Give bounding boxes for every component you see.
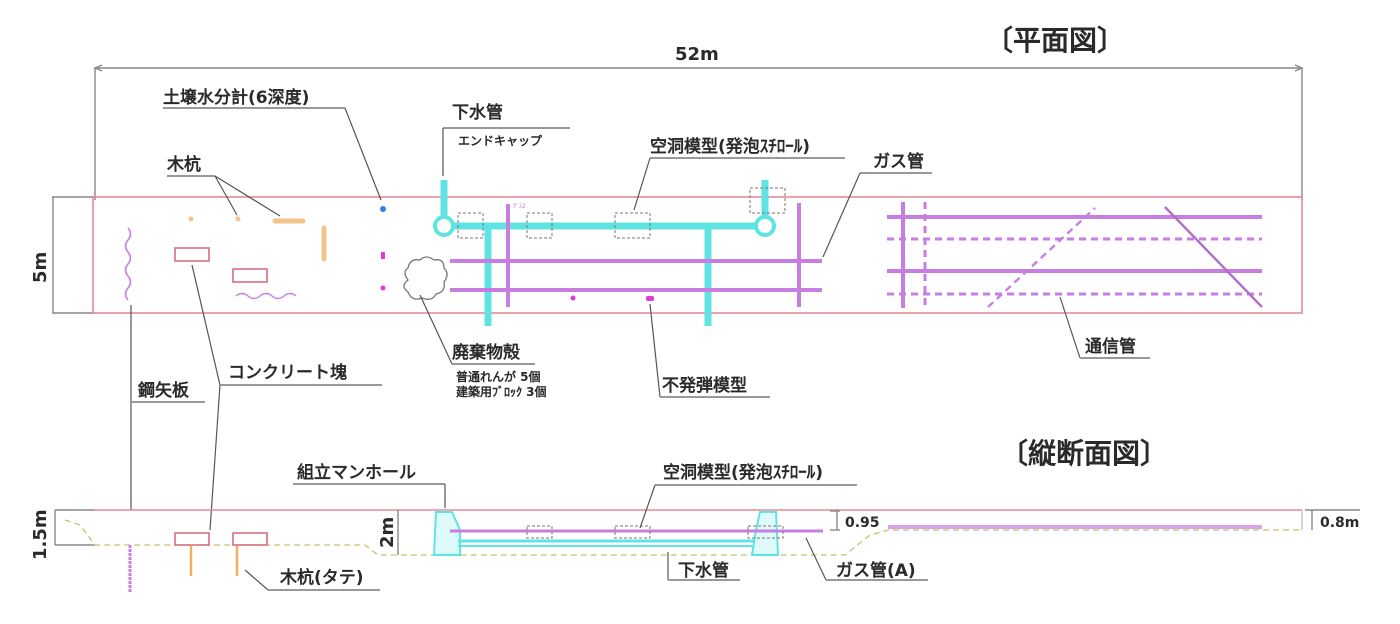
length-dimension: 52m [93, 44, 1304, 200]
svg-text:空洞模型(発泡ｽﾁﾛｰﾙ): 空洞模型(発泡ｽﾁﾛｰﾙ) [663, 462, 823, 483]
concrete-block-2 [232, 268, 268, 283]
label-gas-pipe-a: ガス管(A) [805, 537, 928, 581]
svg-text:木杭: 木杭 [166, 154, 201, 175]
concrete-block-section-1 [174, 532, 210, 546]
svg-text:ガス管: ガス管 [873, 151, 924, 172]
cavity-model-plan-4 [749, 187, 786, 214]
telecom-pipe-plan [887, 202, 1263, 308]
label-uxo-model: 不発弾模型 [649, 303, 770, 398]
gas-pipe-plan [450, 203, 822, 307]
svg-text:組立マンホール: 組立マンホール [297, 462, 416, 483]
label-telecom-pipe: 通信管 [1059, 296, 1150, 359]
label-sewer-plan: 下水管 エンドキャップ [442, 102, 570, 176]
soil-moisture-sensor [380, 206, 386, 212]
concrete-block-section-2 [232, 532, 268, 546]
cavity-model-section-1 [526, 525, 553, 539]
wood-pile-1 [188, 216, 194, 222]
svg-text:木杭(タテ): 木杭(タテ) [279, 567, 364, 588]
steel-sheet-pile-plan [124, 227, 132, 301]
cavity-model-section-2 [614, 525, 651, 539]
plan-site-boundary [92, 196, 1303, 314]
plan-view-title: 〔平面図〕 [985, 24, 1125, 57]
sewer-pipe-plan [433, 180, 776, 326]
cavity-model-section-3 [747, 525, 784, 539]
width-dimension: 5m [30, 196, 95, 314]
cavity-model-plan-2 [526, 212, 553, 239]
svg-text:土壌水分計(6深度): 土壌水分計(6深度) [163, 87, 309, 108]
label-waste-shell: 廃棄物殻 普通れんが 5個 建築用ﾌﾞﾛｯｸ 3個 [419, 294, 547, 399]
svg-text:エンドキャップ: エンドキャップ [458, 133, 543, 148]
sensor-magenta-2 [380, 285, 386, 291]
sensor-magenta-1 [381, 252, 385, 259]
svg-text:下水管: 下水管 [452, 102, 503, 123]
waste-shell-cloud [403, 256, 448, 300]
label-concrete-block: コンクリート塊 [191, 264, 382, 531]
width-dimension-label: 5m [30, 252, 51, 283]
gas-pipe-tag: ｶﾞｽ2 [513, 203, 526, 210]
depth-dimension: 1.5m [30, 509, 95, 560]
label-soil-moisture: 土壌水分計(6深度) [163, 87, 382, 201]
cavity-model-plan-1 [457, 212, 484, 239]
uxo-model-2 [646, 296, 654, 301]
label-cavity-model-plan: 空洞模型(発泡ｽﾁﾛｰﾙ) [633, 136, 845, 211]
concrete-block-1 [174, 247, 210, 262]
svg-text:廃棄物殻: 廃棄物殻 [452, 342, 521, 363]
right-depth-label: 0.8m [1320, 515, 1359, 531]
depth-dimension-label: 1.5m [30, 509, 51, 560]
uxo-model-1 [570, 295, 576, 301]
label-manhole: 組立マンホール [293, 462, 446, 508]
gas-depth-label: 0.95 [845, 515, 880, 531]
manhole-depth-label: 2m [377, 517, 398, 548]
svg-text:下水管: 下水管 [678, 560, 729, 581]
manhole-depth-dimension: 2m [377, 510, 399, 555]
wood-pile-2 [235, 216, 241, 222]
right-depth-dimension: 0.8m [1305, 509, 1360, 531]
length-dimension-label: 52m [675, 44, 719, 65]
wavy-sheet-plan [235, 292, 297, 300]
cavity-model-plan-3 [614, 212, 651, 239]
svg-text:通信管: 通信管 [1085, 336, 1136, 357]
label-steel-sheet: 鋼矢板 [130, 305, 205, 510]
label-gas-pipe-plan: ガス管 [822, 151, 932, 258]
label-wood-pile-vertical: 木杭(タテ) [244, 567, 380, 591]
label-sewer-section: 下水管 [667, 552, 740, 581]
svg-text:建築用ﾌﾞﾛｯｸ 3個: 建築用ﾌﾞﾛｯｸ 3個 [455, 384, 547, 399]
manhole-section-2 [750, 511, 780, 556]
svg-text:不発弾模型: 不発弾模型 [662, 375, 747, 396]
label-wood-pile: 木杭 [166, 154, 281, 217]
svg-text:普通れんが 5個: 普通れんが 5個 [456, 369, 541, 384]
svg-text:ガス管(A): ガス管(A) [836, 560, 916, 581]
section-view-title: 〔縦断面図〕 [1000, 437, 1168, 470]
excavation-bottom [64, 519, 1302, 556]
svg-text:鋼矢板: 鋼矢板 [137, 380, 190, 401]
svg-text:空洞模型(発泡ｽﾁﾛｰﾙ): 空洞模型(発泡ｽﾁﾛｰﾙ) [650, 136, 810, 157]
label-cavity-model-section: 空洞模型(発泡ｽﾁﾛｰﾙ) [639, 462, 857, 529]
gas-depth-dimension: 0.95 [830, 510, 880, 531]
manhole-section-1 [432, 511, 461, 556]
svg-text:コンクリート塊: コンクリート塊 [228, 362, 347, 383]
